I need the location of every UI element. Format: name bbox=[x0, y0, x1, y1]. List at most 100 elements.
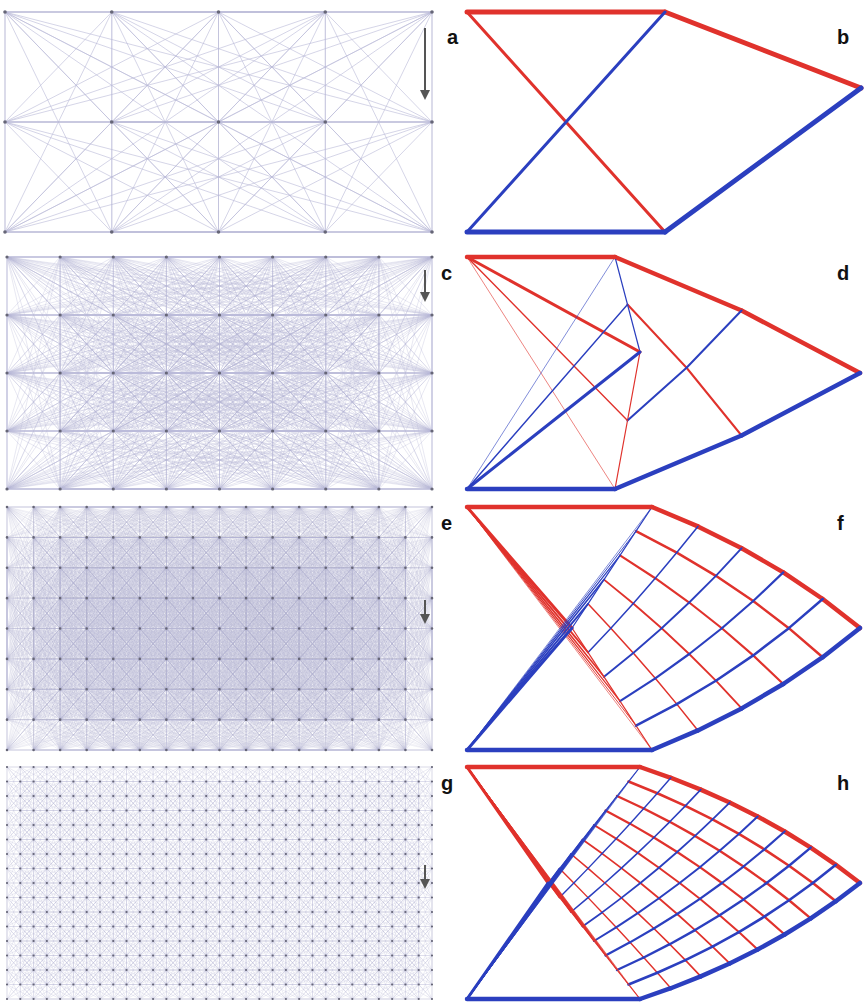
compression-member bbox=[670, 930, 695, 944]
compression-member bbox=[700, 883, 722, 899]
compression-member bbox=[716, 548, 742, 576]
compression-member bbox=[617, 957, 644, 970]
tension-member bbox=[789, 628, 823, 657]
tension-member bbox=[467, 767, 640, 999]
tension-member bbox=[783, 572, 822, 599]
compression-member bbox=[743, 883, 766, 899]
tension-member bbox=[467, 255, 615, 260]
panel-letter: b bbox=[834, 26, 852, 48]
compression-member bbox=[629, 973, 658, 985]
tension-member bbox=[677, 852, 700, 867]
tension-member bbox=[617, 796, 644, 809]
panel-letter: d bbox=[834, 262, 852, 284]
tension-member bbox=[700, 867, 722, 883]
compression-member bbox=[720, 899, 744, 915]
compression-member bbox=[789, 848, 811, 866]
tension-member bbox=[602, 912, 616, 927]
tension-member bbox=[606, 811, 630, 824]
compression-member bbox=[685, 790, 700, 806]
compression-member bbox=[636, 704, 677, 725]
tension-member bbox=[671, 778, 701, 790]
grid-nodes bbox=[5, 255, 433, 490]
tension-member bbox=[695, 930, 713, 946]
compression-member bbox=[689, 576, 716, 603]
tension-member bbox=[467, 257, 640, 352]
compression-member bbox=[743, 849, 764, 866]
compression-member bbox=[657, 778, 671, 793]
compression-member bbox=[611, 603, 633, 628]
tension-member bbox=[689, 654, 716, 681]
compression-member bbox=[677, 836, 695, 852]
compression-member bbox=[640, 868, 659, 883]
compression-member bbox=[695, 915, 720, 930]
tension-member bbox=[767, 883, 789, 900]
tension-member bbox=[677, 553, 716, 576]
optimal-truss bbox=[467, 12, 861, 232]
tension-member bbox=[467, 505, 652, 510]
tension-member bbox=[739, 932, 758, 949]
optimal-truss bbox=[467, 767, 860, 999]
tension-member bbox=[620, 555, 655, 578]
compression-member bbox=[783, 657, 822, 684]
tension-member bbox=[789, 900, 811, 918]
compression-member bbox=[621, 883, 640, 898]
tension-member bbox=[742, 311, 860, 374]
compression-member bbox=[789, 883, 813, 900]
tension-member bbox=[467, 765, 640, 770]
compression-member bbox=[467, 748, 652, 753]
tension-member bbox=[574, 883, 588, 898]
tension-member bbox=[659, 898, 677, 914]
tension-member bbox=[698, 526, 742, 548]
tension-member bbox=[685, 806, 712, 820]
compression-member bbox=[722, 601, 753, 628]
tension-member bbox=[583, 840, 603, 854]
tension-member bbox=[813, 883, 836, 901]
compression-member bbox=[671, 976, 701, 988]
compression-member bbox=[685, 947, 712, 961]
compression-member bbox=[657, 960, 685, 973]
compression-member bbox=[789, 599, 823, 628]
panel-letter: c bbox=[438, 262, 455, 284]
compression-member bbox=[654, 822, 670, 838]
tension-member bbox=[657, 793, 685, 806]
tension-member bbox=[638, 913, 654, 928]
tension-member bbox=[636, 531, 677, 552]
compression-member bbox=[638, 838, 654, 853]
tension-member bbox=[764, 849, 789, 865]
tension-member bbox=[823, 599, 860, 628]
compression-member bbox=[640, 988, 671, 999]
tension-member bbox=[713, 819, 739, 834]
tension-member bbox=[730, 803, 758, 817]
compression-member bbox=[604, 653, 633, 677]
compression-member bbox=[628, 368, 687, 421]
panel-letter: a bbox=[444, 26, 461, 48]
panel-letter: g bbox=[438, 772, 456, 794]
compression-member bbox=[739, 817, 758, 834]
compression-member bbox=[677, 899, 700, 914]
compression-member bbox=[606, 942, 630, 955]
tension-member bbox=[665, 12, 861, 88]
compression-member bbox=[700, 851, 720, 867]
compression-member bbox=[716, 655, 753, 680]
tension-member bbox=[713, 947, 730, 964]
compression-member bbox=[695, 819, 713, 835]
tension-member bbox=[716, 576, 753, 601]
compression-member bbox=[616, 824, 630, 839]
compression-member bbox=[722, 867, 744, 883]
grid-nodes bbox=[6, 766, 433, 1000]
tension-member bbox=[677, 914, 695, 930]
compression-member bbox=[689, 628, 722, 654]
compression-member bbox=[811, 901, 836, 918]
compression-member bbox=[644, 944, 670, 957]
tension-member bbox=[659, 868, 680, 883]
tension-member bbox=[662, 628, 690, 654]
compression-member bbox=[655, 553, 677, 579]
tension-member bbox=[680, 883, 700, 899]
tension-member bbox=[652, 507, 698, 526]
compression-member bbox=[467, 257, 615, 489]
compression-member bbox=[652, 730, 698, 750]
grid-nodes bbox=[3, 10, 434, 234]
tension-member bbox=[467, 257, 615, 489]
compression-member bbox=[467, 352, 640, 489]
compression-member bbox=[823, 628, 860, 657]
